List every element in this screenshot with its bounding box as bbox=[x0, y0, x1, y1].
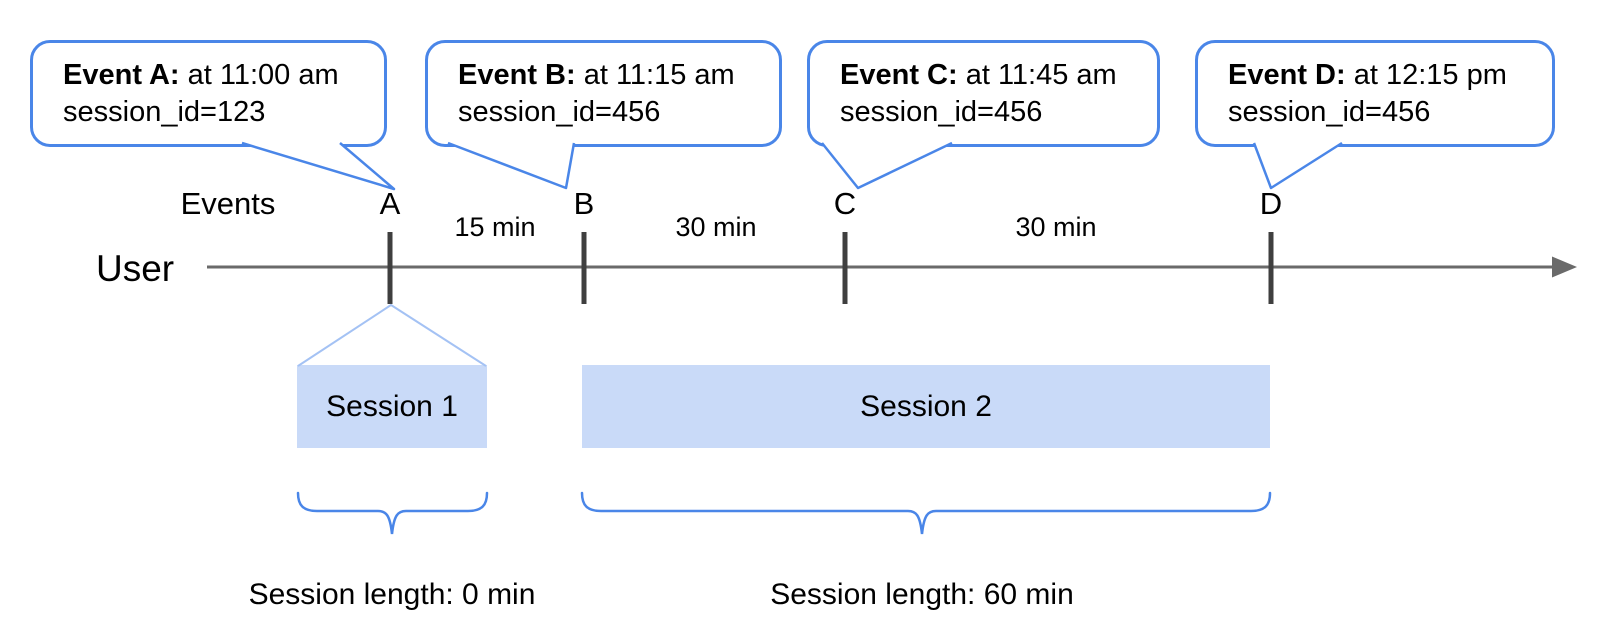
callout-title: Event B: bbox=[458, 58, 576, 91]
callout-session-id: session_id=456 bbox=[1228, 95, 1431, 128]
callout-session-id: session_id=456 bbox=[840, 95, 1043, 128]
interval-label-cd: 30 min bbox=[1015, 212, 1097, 242]
event-letter-a: A bbox=[379, 186, 401, 221]
callout-time: at 12:15 pm bbox=[1345, 58, 1507, 91]
callout-line-1: Event A: at 11:00 am bbox=[63, 57, 384, 94]
callout-session-id: session_id=123 bbox=[63, 95, 266, 128]
callout-line-1: Event B: at 11:15 am bbox=[458, 57, 779, 94]
callout-time: at 11:45 am bbox=[957, 58, 1117, 91]
session-1-label: Session 1 bbox=[326, 389, 458, 423]
user-label: User bbox=[96, 248, 175, 289]
event-letter-b: B bbox=[573, 186, 595, 221]
session-1-length-label: Session length: 0 min bbox=[248, 578, 536, 611]
callout-time: at 11:00 am bbox=[179, 58, 339, 91]
callout-title: Event C: bbox=[840, 58, 958, 91]
callout-title: Event A: bbox=[63, 58, 180, 91]
timeline-arrowhead bbox=[1552, 256, 1577, 278]
session-1-box: Session 1 bbox=[297, 365, 487, 448]
callout-tail-c bbox=[821, 141, 953, 190]
callout-time: at 11:15 am bbox=[575, 58, 735, 91]
session-2-length-label: Session length: 60 min bbox=[770, 578, 1074, 611]
callout-line-1: Event D: at 12:15 pm bbox=[1228, 57, 1552, 94]
event-callout-a: Event A: at 11:00 am session_id=123 bbox=[30, 40, 387, 147]
callout-session-id: session_id=456 bbox=[458, 95, 661, 128]
callout-line-1: Event C: at 11:45 am bbox=[840, 57, 1157, 94]
session-funnel-lines bbox=[297, 303, 487, 367]
interval-label-ab: 15 min bbox=[454, 212, 536, 242]
callout-tail-b bbox=[447, 141, 576, 190]
event-callout-c: Event C: at 11:45 am session_id=456 bbox=[807, 40, 1160, 147]
session-2-box: Session 2 bbox=[582, 365, 1270, 448]
event-callout-d: Event D: at 12:15 pm session_id=456 bbox=[1195, 40, 1555, 147]
callout-tail-d bbox=[1252, 141, 1343, 190]
callout-title: Event D: bbox=[1228, 58, 1346, 91]
event-letter-c: C bbox=[833, 186, 857, 221]
events-label: Events bbox=[180, 186, 276, 221]
callout-tail-a bbox=[241, 141, 396, 191]
event-callout-b: Event B: at 11:15 am session_id=456 bbox=[425, 40, 782, 147]
brace-session-2 bbox=[580, 491, 1272, 535]
session-2-label: Session 2 bbox=[860, 389, 992, 423]
brace-session-1 bbox=[296, 491, 489, 535]
event-letter-d: D bbox=[1259, 186, 1283, 221]
interval-label-bc: 30 min bbox=[675, 212, 757, 242]
